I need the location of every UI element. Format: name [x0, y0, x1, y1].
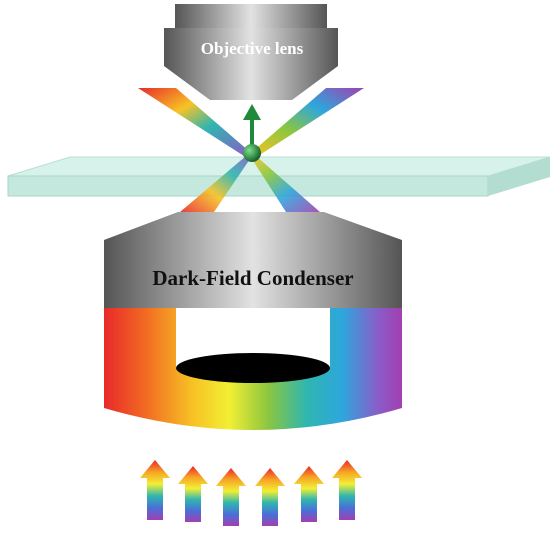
slide-front-face	[7, 175, 489, 197]
objective-lens-tip	[164, 66, 338, 100]
lower-light-rays	[180, 156, 320, 212]
condenser-label: Dark-Field Condenser	[152, 266, 353, 290]
light-arrow	[294, 466, 324, 522]
dipole-arrow-head	[243, 104, 261, 120]
dark-field-condenser: Dark-Field Condenser	[104, 212, 402, 430]
light-arrow	[255, 468, 285, 526]
lower-right-ray	[250, 156, 320, 212]
objective-lens: Objective lens	[164, 4, 338, 100]
lower-left-ray	[180, 156, 252, 212]
slide-top-face	[7, 156, 550, 177]
incident-light-arrows	[140, 460, 362, 526]
upper-left-ray	[138, 88, 250, 156]
condenser-top-taper	[104, 212, 402, 240]
light-arrow	[140, 460, 170, 520]
nanoparticle-with-dipole	[243, 104, 261, 162]
condenser-central-opening	[176, 308, 330, 368]
upper-light-rays	[138, 88, 364, 156]
glass-slide	[7, 156, 550, 197]
upper-right-ray	[252, 88, 364, 156]
condenser-body	[104, 240, 402, 308]
light-arrow	[332, 460, 362, 520]
objective-lens-flange	[164, 28, 338, 66]
condenser-dark-stop	[176, 353, 330, 383]
light-arrow	[216, 468, 246, 526]
nanoparticle	[243, 144, 261, 162]
slide-side-face	[488, 157, 550, 196]
objective-lens-label: Objective lens	[201, 39, 304, 58]
light-arrow	[178, 466, 208, 522]
